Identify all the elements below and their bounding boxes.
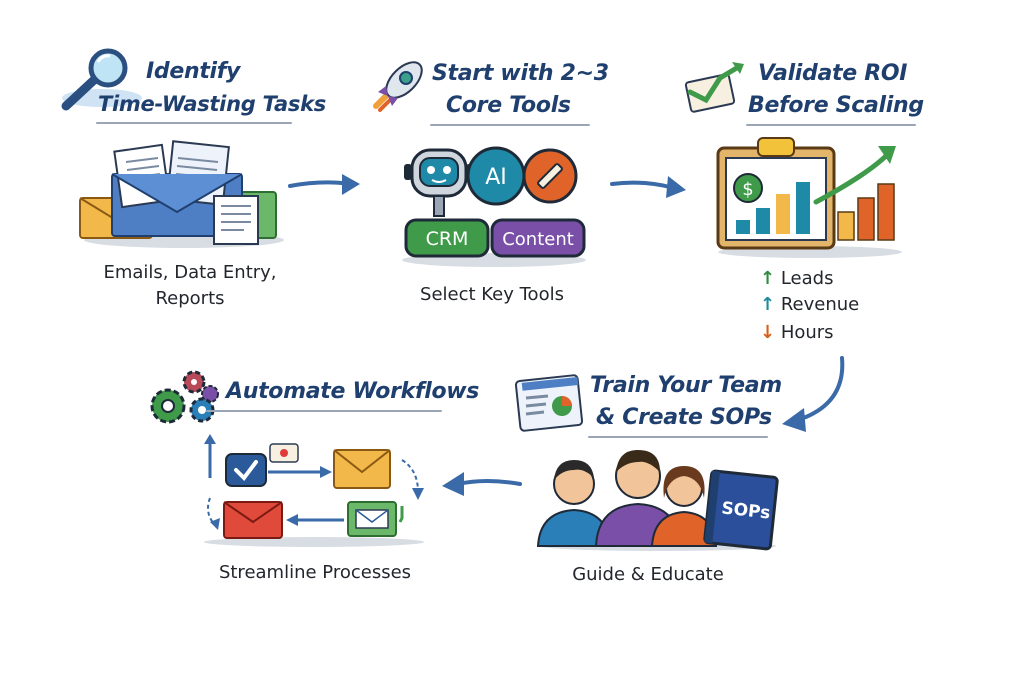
dollar-icon: $ [742, 179, 753, 200]
step-5-title: Automate Workflows [226, 379, 480, 404]
workflow-icon [204, 434, 424, 547]
metric-leads-label: Leads [780, 268, 834, 289]
core-tools-icon: AI CRM Content [402, 146, 586, 267]
step-3-underline [746, 124, 916, 126]
step-5-caption: Streamline Processes [218, 562, 412, 583]
flow-arrow-2 [610, 176, 686, 198]
metric-revenue-label: Revenue [780, 294, 860, 315]
rocket-icon [373, 61, 423, 112]
step-4-underline [588, 436, 768, 438]
flow-arrow-1 [288, 174, 360, 195]
step-1-title-line-2: Time-Wasting Tasks [98, 92, 326, 116]
step-1-underline [96, 122, 292, 124]
step-2-title-line-1: Start with 2~3 [432, 61, 609, 86]
flow-arrow-4 [442, 472, 522, 496]
arrow-down-icon: ↓ [760, 322, 776, 343]
roi-chart-icon: $ [716, 137, 902, 258]
envelopes-documents-icon [79, 140, 284, 248]
presentation-board-icon [514, 374, 584, 432]
metric-revenue: ↑ Revenue [760, 294, 859, 315]
step-4-title-line-1: Train Your Team [590, 373, 782, 398]
crm-label: CRM [426, 228, 469, 250]
step-2-title-line-2: Core Tools [446, 93, 571, 118]
step-4-title-line-2: & Create SOPs [596, 405, 772, 430]
gears-icon [150, 370, 219, 424]
arrow-up-icon: ↑ [760, 268, 776, 289]
ai-label: AI [485, 165, 507, 190]
envelope-check-icon [684, 62, 744, 113]
metric-hours: ↓ Hours [760, 322, 834, 343]
step-5-underline [206, 410, 442, 412]
step-4-caption: Guide & Educate [572, 564, 724, 585]
step-1-caption-line-2: Reports [155, 288, 225, 309]
step-3-title-line-2: Before Scaling [748, 93, 924, 118]
metric-hours-label: Hours [780, 322, 834, 343]
flow-arrow-3 [782, 356, 845, 432]
step-2-underline [430, 124, 590, 126]
step-1-title-line-1: Identify [146, 59, 241, 84]
team-icon: SOPs [536, 450, 779, 551]
step-2-caption: Select Key Tools [420, 284, 564, 305]
arrow-up-icon: ↑ [760, 294, 776, 315]
step-3-title-line-1: Validate ROI [758, 61, 908, 86]
metric-leads: ↑ Leads [760, 268, 833, 289]
content-label: Content [502, 229, 574, 250]
step-1-caption-line-1: Emails, Data Entry, [103, 262, 277, 283]
magnifier-icon [61, 48, 142, 111]
